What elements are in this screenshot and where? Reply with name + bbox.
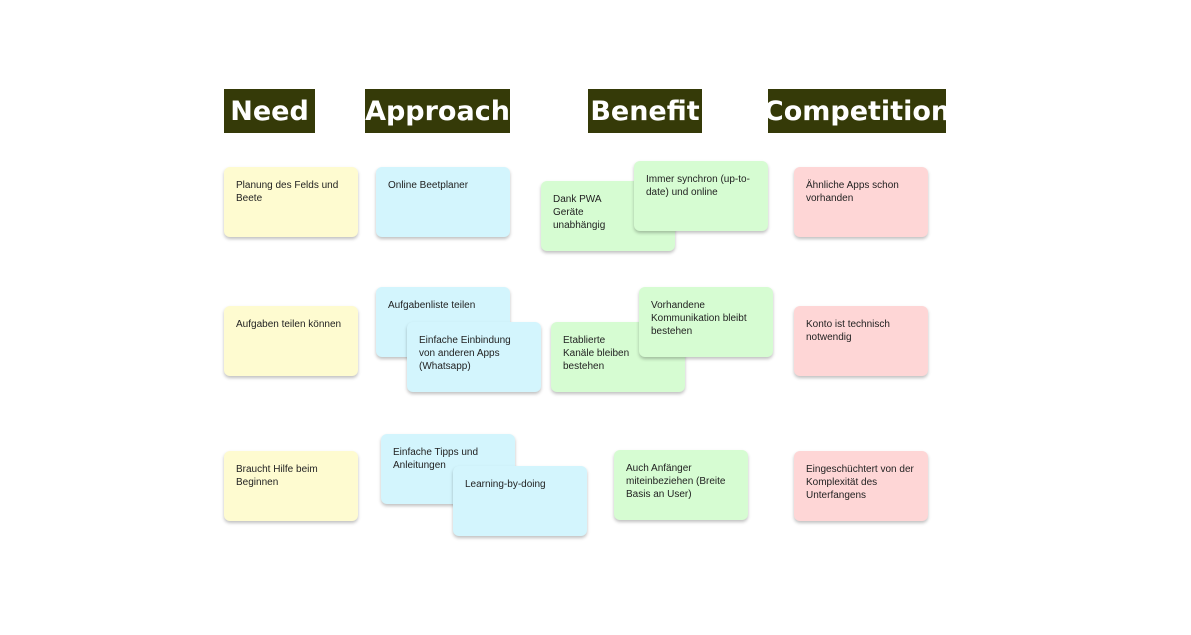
header-need: Need [224,89,315,133]
header-approach: Approach [365,89,510,133]
sticky-note-competition[interactable]: Ähnliche Apps schon vorhanden [794,167,928,237]
sticky-note-benefit[interactable]: Auch Anfänger miteinbeziehen (Breite Bas… [614,450,748,520]
sticky-note-need[interactable]: Braucht Hilfe beim Beginnen [224,451,358,521]
sticky-note-need[interactable]: Planung des Felds und Beete [224,167,358,237]
sticky-note-need[interactable]: Aufgaben teilen können [224,306,358,376]
sticky-note-competition[interactable]: Konto ist technisch notwendig [794,306,928,376]
sticky-note-approach[interactable]: Einfache Einbindung von anderen Apps (Wh… [407,322,541,392]
sticky-note-benefit[interactable]: Vorhandene Kommunikation bleibt bestehen [639,287,773,357]
sticky-note-competition[interactable]: Eingeschüchtert von der Komplexität des … [794,451,928,521]
header-benefit: Benefit [588,89,702,133]
sticky-note-approach[interactable]: Learning-by-doing [453,466,587,536]
sticky-note-benefit[interactable]: Immer synchron (up-to-date) und online [634,161,768,231]
sticky-note-approach[interactable]: Online Beetplaner [376,167,510,237]
header-competition: Competition [764,89,950,133]
